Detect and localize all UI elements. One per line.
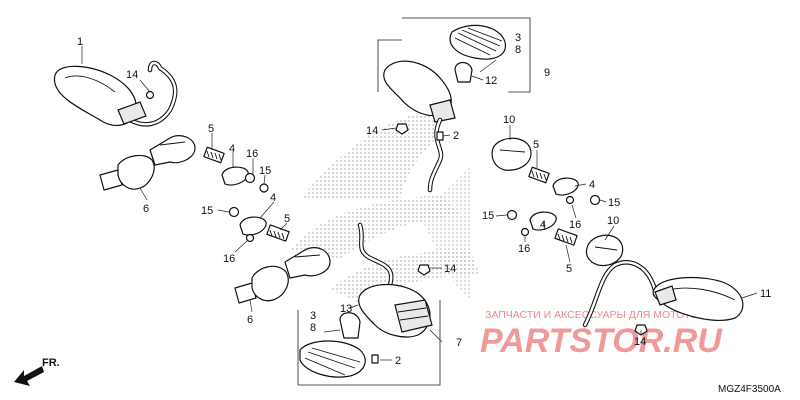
callout-11: 11 [760,288,771,300]
group-bracket-9 [377,17,531,93]
bolt-set-left-upper [203,146,269,193]
callout-16: 16 [518,243,530,255]
callout-3: 3 [310,310,316,322]
callout-4: 4 [540,219,546,231]
callout-3: 3 [515,32,521,44]
leader-lines [81,46,758,361]
callout-9: 9 [544,67,550,79]
callout-1: 1 [77,36,83,48]
callout-2: 2 [453,130,459,142]
callout-15: 15 [482,210,494,222]
callout-10: 10 [607,215,619,227]
callout-16: 16 [246,148,258,160]
callout-15: 15 [259,165,271,177]
callout-4: 4 [589,179,595,191]
callout-15: 15 [608,197,620,209]
callout-10: 10 [503,114,515,126]
callout-2: 2 [395,355,401,367]
callout-4: 4 [270,192,276,204]
front-arrow-icon [14,366,44,386]
front-direction-marker: FR. [14,357,60,386]
callout-14: 14 [634,336,646,348]
rear-winker-upper-assembly [383,24,506,193]
callout-14: 14 [126,69,138,81]
front-right-winker-assembly [582,260,744,336]
callout-12: 12 [485,75,497,87]
socket-right-lower [506,209,624,267]
watermark-brand: PARTSTOR.RU [480,322,723,360]
front-left-winker-assembly [53,60,178,127]
callout-labels: 1 14 5 4 16 15 6 15 4 5 16 6 3 8 12 9 14… [77,32,771,367]
watermark-caption: ЗАПЧАСТИ И АКСЕССУАРЫ ДЛЯ МОТОТЕХНИКИ [485,309,733,321]
callout-7: 7 [456,337,462,349]
bolt-set-left-lower [228,206,290,243]
rear-winker-lower-assembly [299,222,433,378]
front-label: FR. [42,357,60,369]
watermark: ЗАПЧАСТИ И АКСЕССУАРЫ ДЛЯ МОТОТЕХНИКИ PA… [480,309,733,360]
callout-5: 5 [533,139,539,151]
callout-14: 14 [366,125,378,137]
callout-5: 5 [284,213,290,225]
callout-6: 6 [143,203,149,215]
callout-5: 5 [208,123,214,135]
diagram-code: MGZ4F3500A [718,384,781,395]
callout-6: 6 [247,314,253,326]
wing-emblem-background [290,110,480,305]
socket-wire-left-lower [234,247,331,304]
callout-8: 8 [515,44,521,56]
callout-15: 15 [201,205,213,217]
callout-8: 8 [310,322,316,334]
callout-13: 13 [340,303,352,315]
socket-right-upper [491,137,601,206]
callout-16: 16 [569,219,581,231]
callout-4: 4 [229,143,235,155]
callout-5: 5 [566,263,572,275]
callout-16: 16 [223,253,235,265]
socket-wire-left-upper [99,135,196,191]
callout-14: 14 [444,263,456,275]
group-bracket-7 [297,300,441,386]
